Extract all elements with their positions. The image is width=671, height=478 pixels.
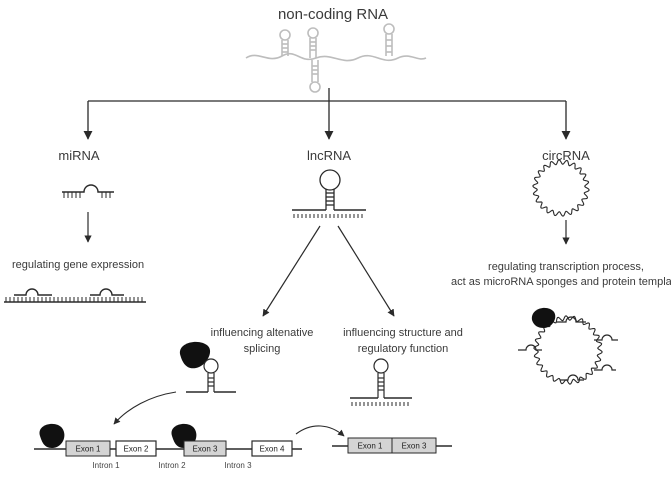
intron-label: Intron 1 [92, 461, 120, 470]
pre-mrna-gene: Exon 1 Exon 2 Exon 3 Exon 4 Intron 1 Int… [34, 423, 302, 470]
splicing-complex-icon [179, 341, 236, 393]
diagram-title: non-coding RNA [278, 6, 388, 23]
exon-box [251, 440, 293, 457]
circrna-function-2: act as microRNA sponges and protein temp… [451, 276, 671, 288]
exon-box [183, 440, 227, 457]
exon-box [65, 440, 111, 457]
spliced-exon-label: Exon 3 [402, 442, 427, 451]
mirna-icon [62, 184, 114, 198]
exon-box [115, 440, 157, 457]
lncrna-icon [292, 169, 366, 218]
lncrna-arrow-structure [337, 225, 395, 317]
lncrna-structure-label-1: influencing structure and [343, 327, 463, 339]
lncrna-arrow-splicing [262, 225, 321, 317]
structure-regulation-icon [350, 358, 412, 406]
intron-label: Intron 3 [224, 461, 252, 470]
intron-label: Intron 2 [158, 461, 186, 470]
curved-arrow-to-spliced [295, 425, 345, 437]
mirna-target-icon [4, 288, 146, 303]
circrna-sponge-icon [518, 307, 618, 385]
lncrna-heading: lncRNA [307, 148, 351, 163]
lncrna-structure-label-2: regulatory function [358, 343, 449, 355]
ncrna-strand-illustration [245, 23, 427, 93]
exon-label: Exon 1 [76, 445, 101, 454]
lncrna-splicing-label-1: influencing altenative [211, 327, 314, 339]
exon-label: Exon 4 [260, 445, 285, 454]
curved-arrow-to-gene [113, 391, 177, 425]
mirna-heading: miRNA [58, 148, 99, 163]
lncrna-splicing-label-2: splicing [244, 343, 281, 355]
circrna-icon [532, 159, 590, 217]
exon-label: Exon 2 [124, 445, 149, 454]
spliced-exon-label: Exon 1 [358, 442, 383, 451]
mirna-function: regulating gene expression [12, 259, 144, 271]
spliced-mrna: Exon 1 Exon 3 [332, 437, 452, 454]
exon-label: Exon 3 [193, 445, 218, 454]
circrna-heading: circRNA [542, 148, 590, 163]
branch-connectors [83, 88, 571, 140]
circrna-function-1: regulating transcription process, [488, 261, 644, 273]
